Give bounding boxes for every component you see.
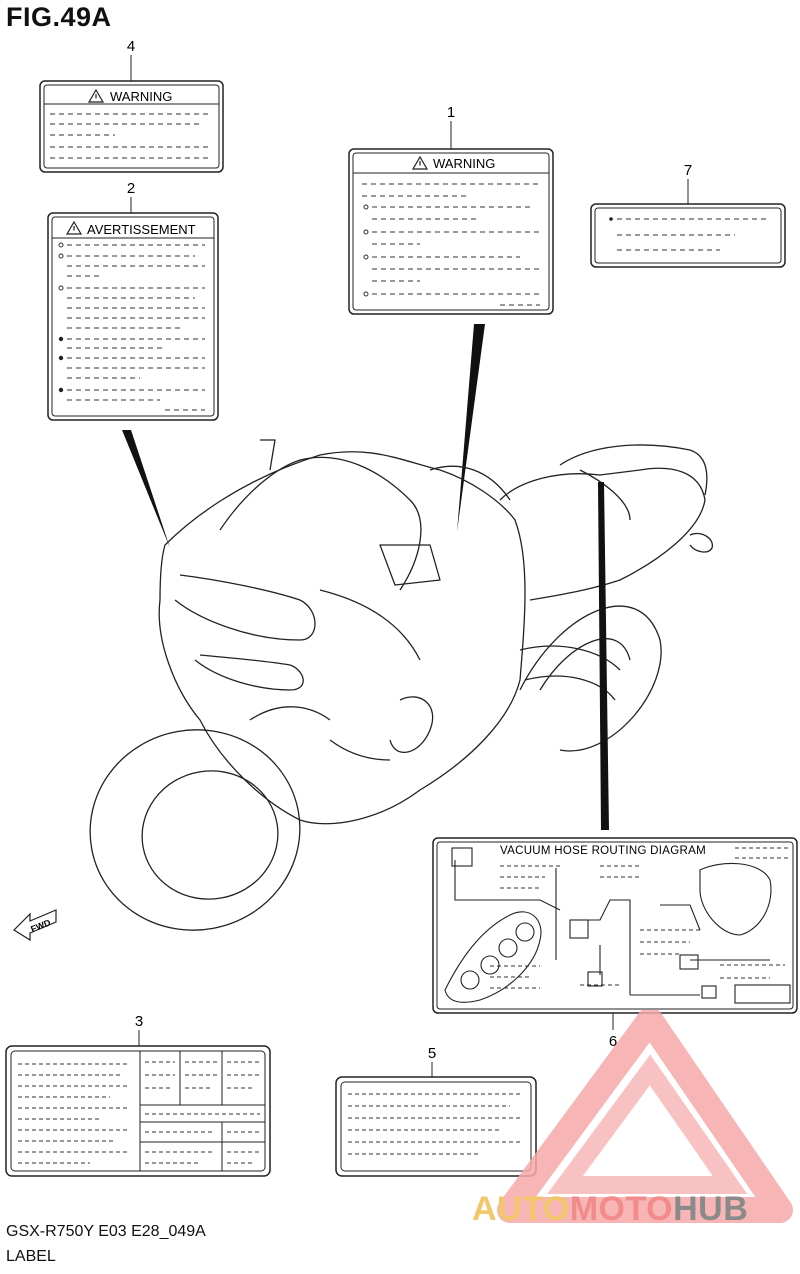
label-5	[335, 1062, 537, 1177]
fwd-arrow-icon: FWD	[13, 909, 57, 942]
callout-6: 6	[609, 1033, 617, 1050]
automotohub-watermark: AUTOMOTOHUB	[472, 1190, 749, 1228]
label-4-warning: WARNING	[39, 55, 224, 173]
label-6-vacuum-hose-diagram: VACUUM HOSE ROUTING DIAGRAM	[432, 837, 798, 1030]
label-1-warning: WARNING	[348, 121, 554, 532]
callout-2: 2	[127, 180, 135, 197]
label-6-title: VACUUM HOSE ROUTING DIAGRAM	[500, 845, 706, 857]
label-4-title: WARNING	[110, 89, 172, 104]
callout-1: 1	[447, 104, 455, 121]
label-2-avertissement: AVERTISSEMENT	[47, 197, 219, 548]
label-2-title: AVERTISSEMENT	[87, 222, 196, 237]
callout-5: 5	[428, 1045, 436, 1062]
warning-triangle-icon	[65, 220, 83, 235]
figure-code: GSX-R750Y E03 E28_049A	[6, 1223, 206, 1240]
motorcycle-outline	[89, 439, 713, 931]
callout-7: 7	[684, 162, 692, 179]
callout-4: 4	[127, 38, 135, 55]
warning-triangle-icon	[87, 88, 105, 103]
figure-title: FIG.49A	[6, 2, 112, 32]
callout-3: 3	[135, 1013, 143, 1030]
warning-triangle-icon	[411, 155, 429, 170]
label-1-title: WARNING	[433, 156, 495, 171]
label-7	[590, 179, 786, 268]
figure-caption: LABEL	[6, 1248, 56, 1265]
label-3	[5, 1030, 271, 1177]
